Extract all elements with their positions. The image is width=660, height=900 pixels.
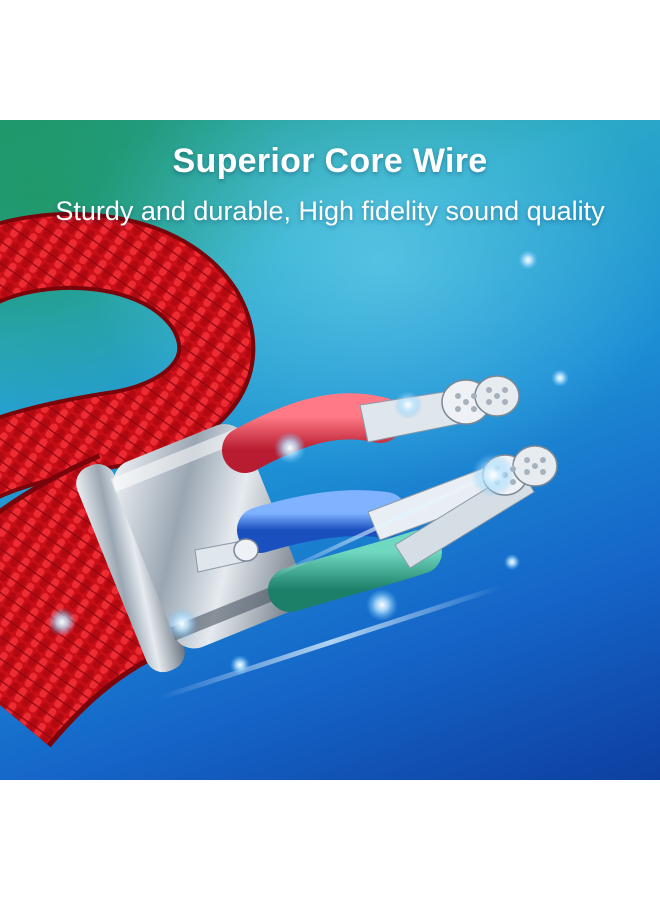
banner-title: Superior Core Wire (172, 142, 488, 180)
sparkles (48, 250, 569, 675)
product-banner: Superior Core Wire Sturdy and durable, H… (0, 120, 660, 780)
banner-subtitle: Sturdy and durable, High fidelity sound … (55, 196, 605, 226)
cable-illustration (0, 211, 569, 748)
connector-sleeve (76, 423, 306, 673)
